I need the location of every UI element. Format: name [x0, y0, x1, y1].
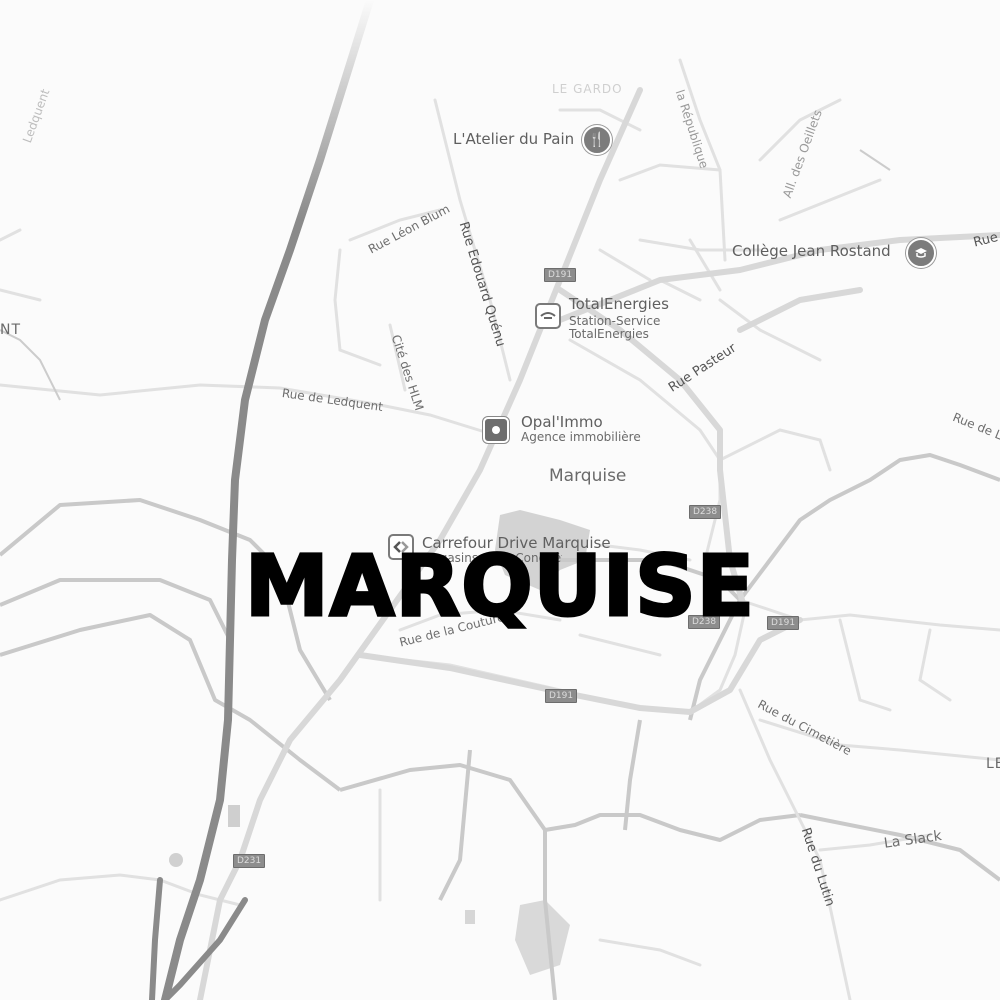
carrefour-glyph [393, 541, 409, 553]
road-shield-d191-south: D191 [545, 689, 578, 703]
town-label: Marquise [549, 466, 627, 486]
gas-station-icon[interactable] [535, 303, 561, 329]
minor-roads [0, 58, 1000, 1000]
poi-totalenergies-subtitle-1: Station-Service [569, 314, 661, 328]
school-glyph [915, 248, 927, 258]
boundary-lines [0, 453, 1000, 1000]
poi-opalimmo-subtitle: Agence immobilière [521, 430, 641, 444]
building-area-south [515, 900, 570, 975]
restaurant-icon[interactable]: 🍴 [582, 125, 612, 155]
poi-carrefour-subtitle: Magasins de la Conquête du Bonheur Marqu… [422, 552, 562, 565]
poi-totalenergies-subtitle-2: TotalEnergies [569, 327, 649, 341]
highway-ramps [149, 877, 248, 1000]
edge-label-left: NT [0, 322, 22, 338]
thin-lines [0, 149, 891, 401]
map-overlay-title: MARQUISE [243, 537, 756, 635]
road-shield-d238-east: D238 [689, 505, 722, 519]
poi-atelier-du-pain-name[interactable]: L'Atelier du Pain [453, 130, 575, 148]
building-small-2 [465, 910, 475, 924]
road-shield-d191-north: D191 [544, 268, 577, 282]
district-label: LE GARDO [552, 82, 623, 96]
road-shield-d238-south: D238 [688, 615, 721, 629]
building-area [495, 510, 590, 590]
building-dot [169, 853, 183, 867]
carrefour-icon[interactable] [388, 534, 414, 560]
building-small [228, 805, 240, 827]
school-icon[interactable] [906, 238, 936, 268]
poi-carrefour-name[interactable]: Carrefour Drive Marquise [422, 534, 611, 552]
poi-opalimmo-name[interactable]: Opal'Immo [521, 413, 603, 431]
road-shield-d191-east: D191 [767, 616, 800, 630]
road-shield-d231: D231 [233, 854, 266, 868]
real-estate-icon[interactable] [483, 417, 509, 443]
edge-label-right: LE [986, 756, 1000, 772]
poi-college-name[interactable]: Collège Jean Rostand [732, 242, 891, 260]
highway [161, 0, 374, 1000]
gas-station-glyph [540, 312, 556, 319]
poi-totalenergies-name[interactable]: TotalEnergies [569, 295, 669, 313]
real-estate-glyph [492, 426, 500, 434]
